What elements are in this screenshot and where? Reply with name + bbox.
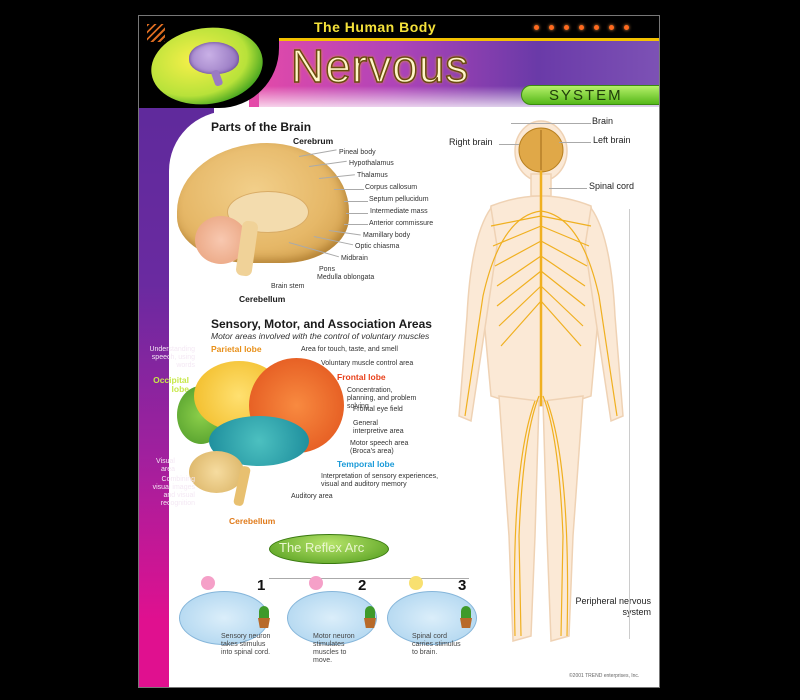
label-combining-visual: Combining visual images and visual recog… [152, 476, 195, 507]
label-midbrain: Midbrain [341, 255, 368, 262]
reflex-step-2-illustration [287, 591, 377, 645]
pot-icon [460, 618, 472, 628]
label-interpretation: Interpretation of sensory experiences, v… [321, 473, 439, 488]
cactus-icon [259, 606, 269, 620]
label-understanding-speech: Understanding speech, using words [149, 346, 195, 369]
reflex-arc-title: The Reflex Arc [279, 540, 365, 555]
leader-line [344, 201, 368, 202]
step-caption-1: Sensory neuron takes stimulus into spina… [221, 633, 271, 656]
areas-subtitle: Motor areas involved with the control of… [211, 331, 430, 341]
nervous-system-poster: The Human Body Nervous SYSTEM Parts of t… [138, 15, 660, 688]
label-corpus-callosum: Corpus callosum [365, 184, 418, 191]
step-caption-2: Motor neuron stimulates muscles to move. [313, 633, 355, 664]
cactus-icon [461, 606, 471, 620]
system-pill [521, 85, 659, 105]
label-frontal-eye-field: Frontal eye field [353, 406, 403, 413]
leader-line [334, 189, 364, 190]
dot-icon [594, 25, 599, 30]
leader-line [344, 224, 368, 225]
poster-header: The Human Body Nervous SYSTEM [139, 16, 659, 112]
label-thalamus: Thalamus [357, 172, 388, 179]
label-optic-chiasma: Optic chiasma [355, 243, 400, 250]
parts-of-brain-title: Parts of the Brain [211, 120, 312, 134]
label-hypothalamus: Hypothalamus [349, 160, 394, 167]
human-body-nervous-system-illustration [458, 120, 624, 642]
label-touch-taste-smell: Area for touch, taste, and smell [301, 346, 398, 353]
label-brain-stem: Brain stem [271, 283, 305, 290]
spinal-cord-label: Spinal cord [589, 181, 635, 191]
leader-line [511, 123, 591, 124]
cerebellum-label: Cerebellum [239, 294, 286, 304]
peripheral-bracket-line [629, 209, 630, 639]
label-voluntary-muscle: Voluntary muscle control area [321, 360, 414, 367]
reflex-step-1-illustration [179, 591, 269, 645]
dot-icon [534, 25, 539, 30]
step-number-1: 1 [257, 577, 266, 594]
leader-line [559, 142, 591, 143]
pot-icon [258, 618, 270, 628]
label-mamillary-body: Mamillary body [363, 232, 411, 239]
label-general-interpretive: General interpretive area [353, 420, 404, 435]
dot-icon [579, 25, 584, 30]
reflex-connector-line [269, 578, 469, 579]
parietal-lobe-label: Parietal lobe [211, 344, 262, 354]
head-brain-icon [201, 576, 215, 590]
label-auditory-area: Auditory area [291, 493, 333, 500]
label-intermediate-mass: Intermediate mass [370, 208, 428, 215]
reflex-arc-pill [269, 534, 389, 564]
label-visual-area: Visual area [156, 458, 175, 473]
leader-line [549, 188, 587, 189]
cerebellum-lobe-label: Cerebellum [229, 516, 276, 526]
frontal-lobe-label: Frontal lobe [337, 372, 386, 382]
label-medulla-oblongata: Medulla oblongata [317, 274, 375, 281]
copyright-notice: ©2001 TREND enterprises, Inc. [569, 673, 640, 679]
step-number-3: 3 [458, 577, 467, 594]
step-number-2: 2 [358, 577, 367, 594]
right-brain-label: Right brain [449, 137, 493, 147]
dot-icon [624, 25, 629, 30]
step-caption-3: Spinal cord carries stimulus to brain. [412, 633, 461, 656]
cerebellum-lobe-shape [189, 451, 244, 493]
dot-icon [549, 25, 554, 30]
label-septum-pellucidum: Septum pellucidum [369, 196, 429, 203]
dot-icon [564, 25, 569, 30]
left-brain-label: Left brain [593, 135, 631, 145]
areas-title: Sensory, Motor, and Association Areas [211, 317, 432, 331]
cerebrum-label: Cerebrum [293, 136, 334, 146]
temporal-lobe-label: Temporal lobe [337, 459, 395, 469]
pot-icon [364, 618, 376, 628]
head-brain-icon [409, 576, 423, 590]
head-brain-icon [309, 576, 323, 590]
header-dots [534, 25, 629, 30]
label-pons: Pons [319, 266, 335, 273]
header-black-bar [139, 16, 659, 38]
label-pineal-body: Pineal body [339, 149, 376, 156]
label-anterior-commissure: Anterior commissure [369, 220, 434, 227]
leader-line [346, 213, 368, 214]
label-concentration: Concentration, planning, and problem sol… [347, 387, 417, 410]
brain-logo-icon [189, 42, 239, 74]
label-motor-speech: Motor speech area (Broca's area) [350, 440, 409, 455]
series-title: The Human Body [314, 19, 437, 35]
peripheral-nervous-system-label: Peripheral nervous system [575, 596, 651, 617]
brain-label: Brain [592, 116, 614, 126]
occipital-lobe-label: Occipital lobe [153, 375, 189, 394]
system-label: SYSTEM [549, 87, 623, 104]
hatch-decoration-icon [147, 24, 165, 42]
main-title: Nervous [290, 39, 470, 93]
cactus-icon [365, 606, 375, 620]
dot-icon [609, 25, 614, 30]
leader-line [499, 144, 519, 145]
